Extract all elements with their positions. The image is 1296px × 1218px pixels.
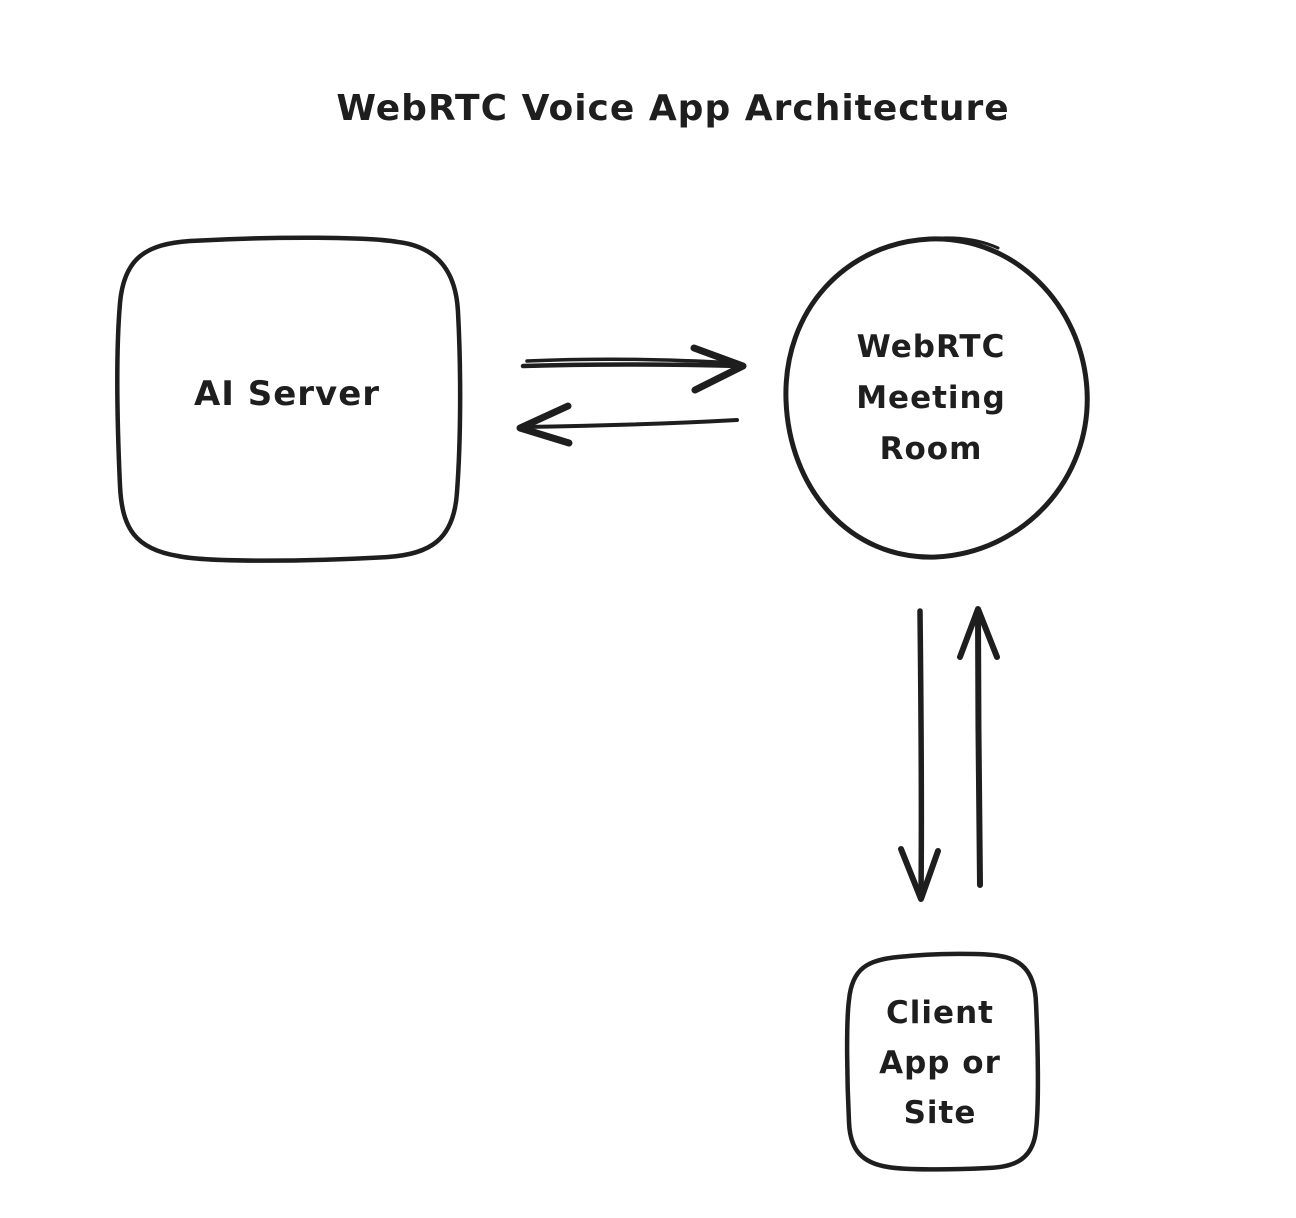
meeting-room-circle-overdraw xyxy=(900,236,1000,250)
meeting-room-label-line2: Meeting xyxy=(856,380,1006,416)
meeting-room-label: WebRTC Meeting Room xyxy=(856,322,1006,475)
ai-server-box-shape xyxy=(115,235,463,563)
arrow-meeting-room-to-ai-server xyxy=(516,402,739,447)
arrow-client-to-meeting-room xyxy=(957,606,1000,888)
meeting-room-label-line3: Room xyxy=(879,431,983,467)
client-label-line3: Site xyxy=(903,1095,977,1131)
client-label: Client App or Site xyxy=(879,988,1001,1138)
meeting-room-circle-shape xyxy=(783,236,1090,560)
diagram-title: WebRTC Voice App Architecture xyxy=(336,88,1010,129)
client-label-line1: Client xyxy=(886,995,994,1031)
ai-server-label: AI Server xyxy=(193,374,381,414)
arrow-meeting-room-to-client xyxy=(898,608,941,902)
meeting-room-label-line1: WebRTC xyxy=(856,329,1006,365)
client-box-shape xyxy=(844,951,1041,1172)
client-label-line2: App or xyxy=(879,1045,1001,1081)
arrow-ai-server-to-meeting-room xyxy=(520,344,747,394)
